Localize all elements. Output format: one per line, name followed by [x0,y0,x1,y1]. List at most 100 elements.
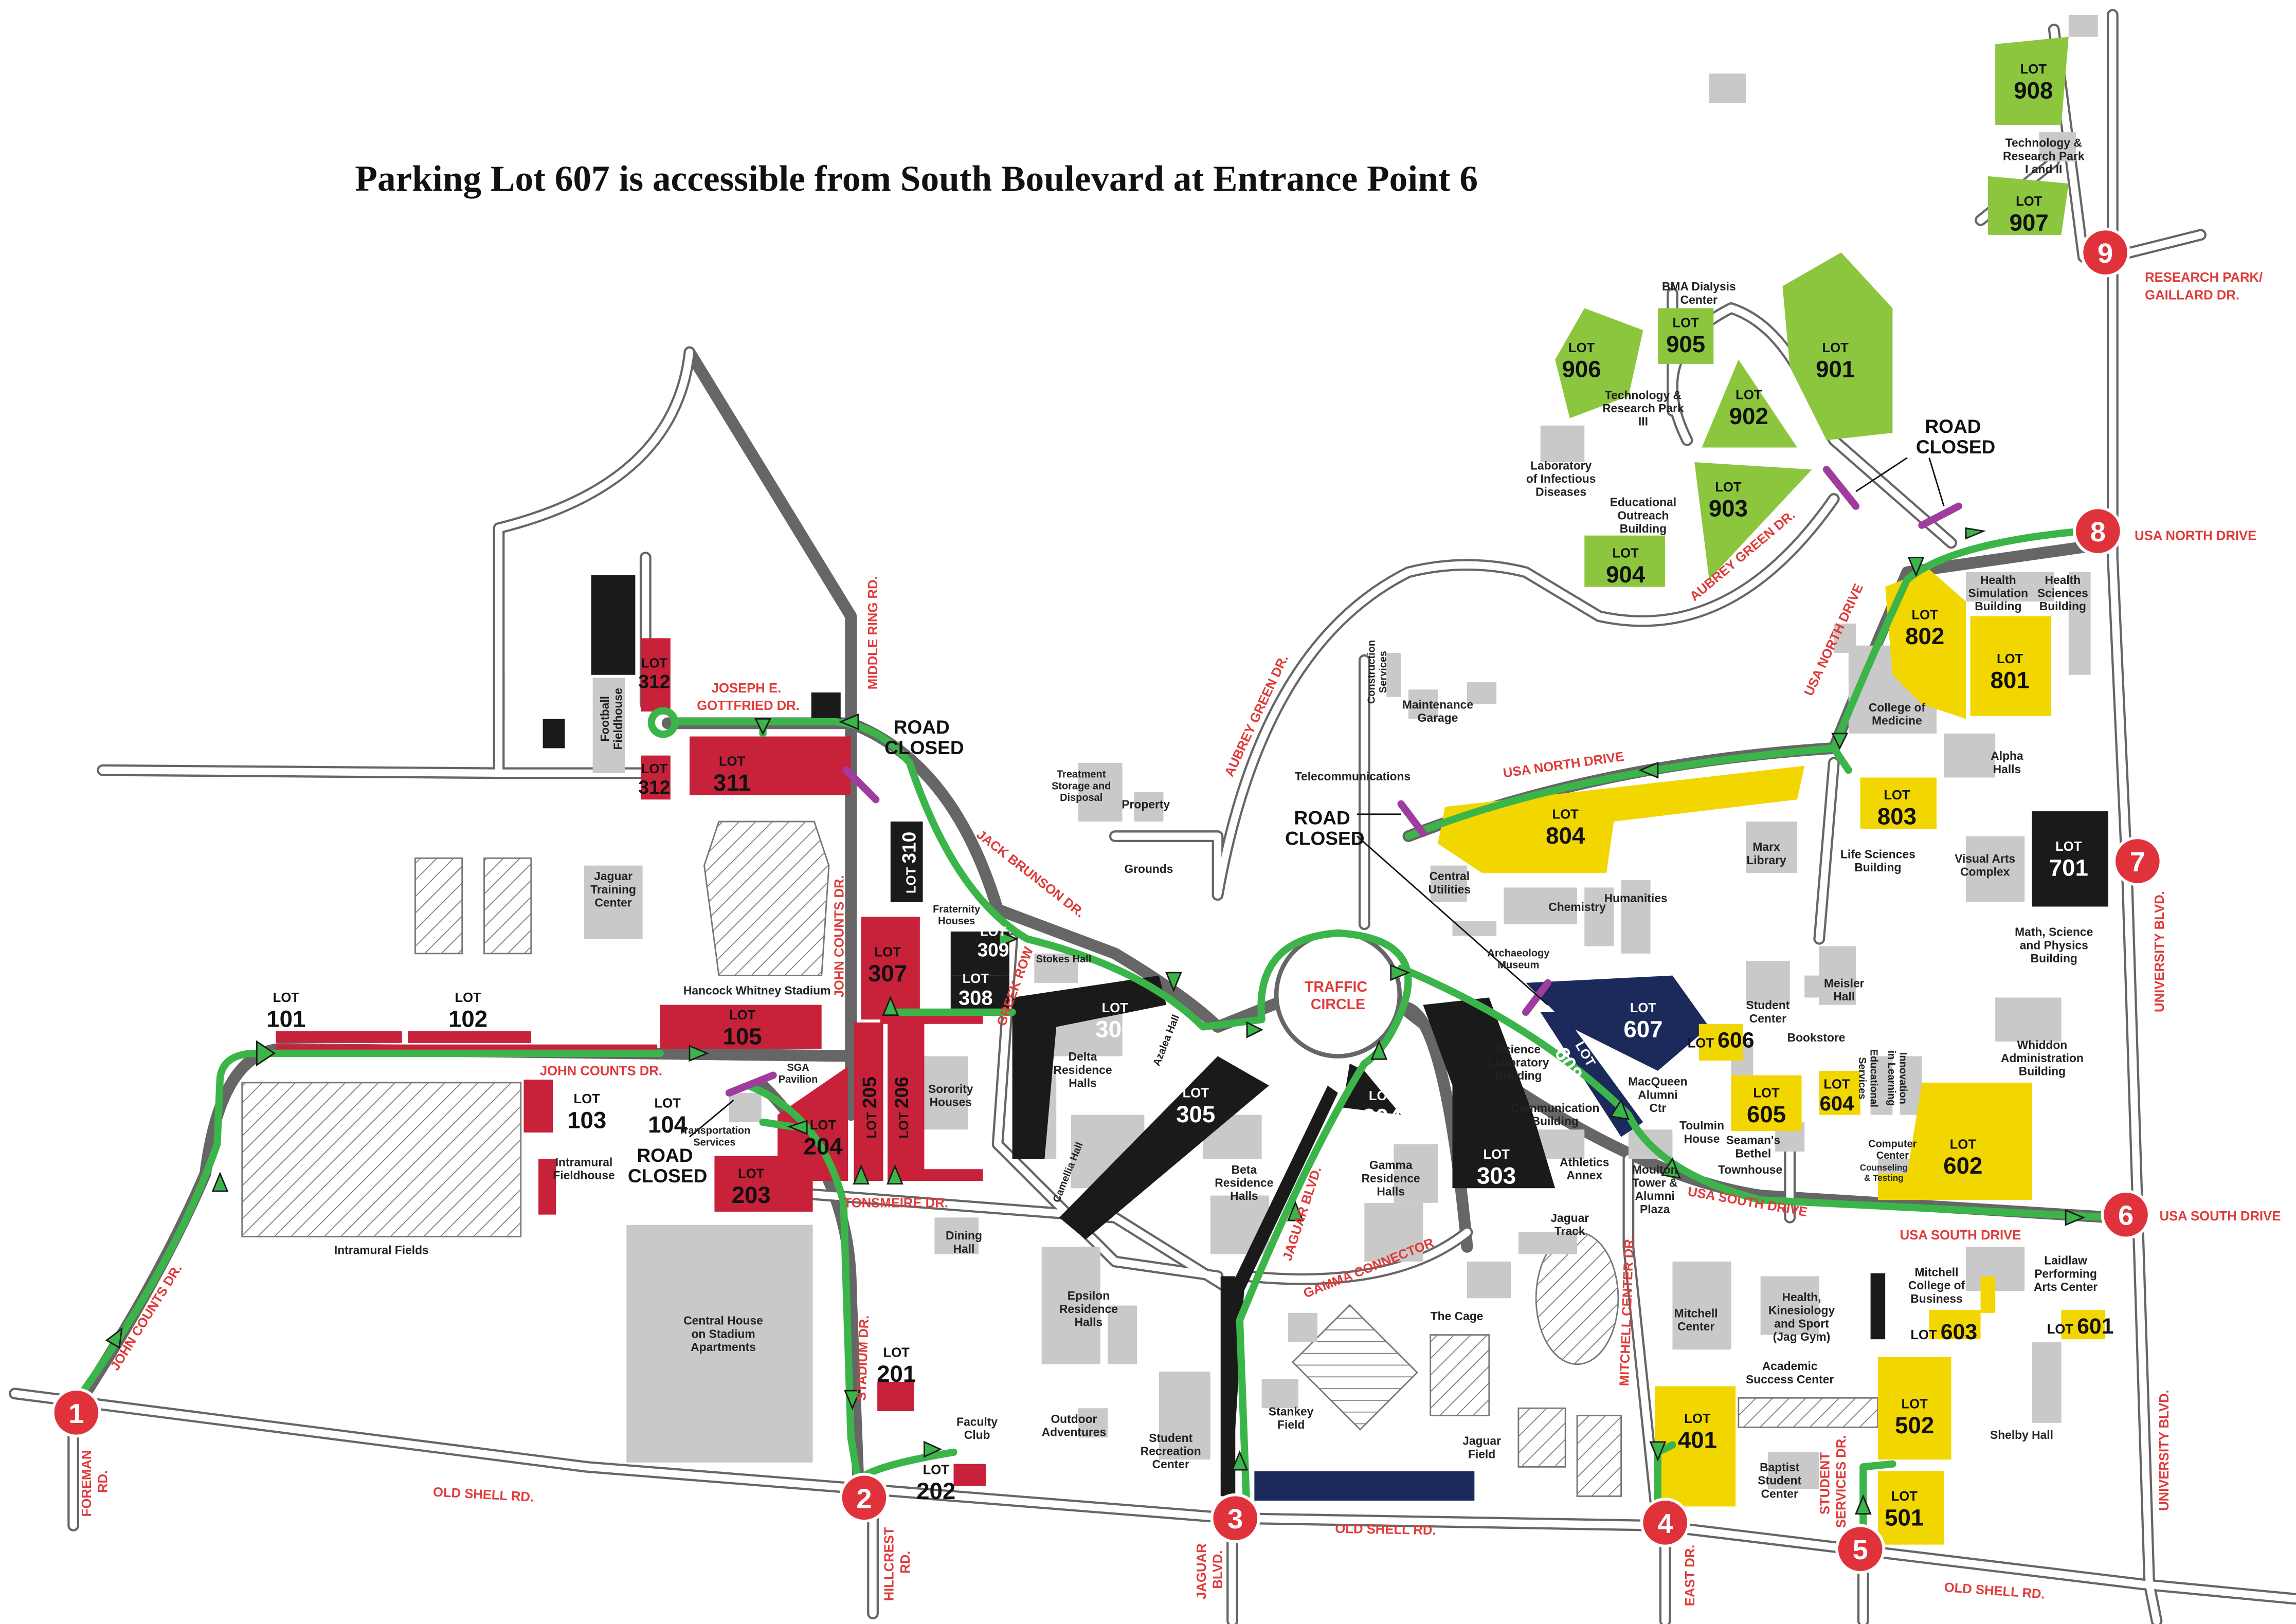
road-label-old-shell-west: OLD SHELL RD. [432,1485,534,1504]
entrance-point-6[interactable]: 6 [2101,1190,2151,1240]
road-label-middle-ring: MIDDLE RING RD. [866,576,880,689]
building-label-stokes: Stokes Hall [1036,954,1092,965]
road-label-research-park: RESEARCH PARK/ GAILLARD DR. [2145,270,2266,302]
entrance-point-8[interactable]: 8 [2073,506,2123,556]
entrance-point-4[interactable]: 4 [1640,1498,1690,1548]
entrance-point-2[interactable]: 2 [839,1472,889,1523]
lot-label-206[interactable]: LOT 206 [891,1076,912,1138]
entrance-point-7[interactable]: 7 [2112,836,2163,886]
road-label-usa-south-east: USA SOUTH DRIVE [1900,1228,2021,1243]
road-label-university-north: UNIVERSITY BLVD. [2153,891,2167,1012]
road-label-stadium: STADIUM DR. [854,1315,872,1401]
entrance-point-1[interactable]: 1 [51,1388,101,1438]
svg-text:2: 2 [856,1483,872,1514]
lot-label-601[interactable]: LOT 601 [2047,1314,2114,1339]
road-fill [11,11,2296,1624]
road-label-gottfried: JOSEPH E. GOTTFRIED DR. [697,681,800,713]
building-label-property: Property [1122,797,1170,811]
entrance-point-9[interactable]: 9 [2080,227,2130,278]
road-label-student-services: STUDENT SERVICES DR. [1818,1435,1849,1528]
road-label-john-counts-sw: JOHN COUNTS DR. [108,1262,185,1373]
closure-pointer-lines [689,457,1945,1138]
entrance-markers: 1 2 3 4 5 6 7 8 9 [51,227,2163,1574]
road-closed-label-north: ROAD CLOSED [1916,415,1996,458]
building-label-bookstore: Bookstore [1787,1031,1846,1044]
lot-label-310[interactable]: LOT 310 [898,832,919,893]
road-label-mitchell-center: MITCHELL CENTER DR. [1617,1235,1637,1386]
lot-label-205[interactable]: LOT 205 [858,1076,880,1138]
road-label-jaguar-blvd-south: JAGUAR BLVD. [1195,1540,1225,1599]
lot-label-606[interactable]: LOT 606 [1688,1028,1755,1052]
lot-label-603[interactable]: LOT 603 [1910,1320,1977,1344]
entrance-point-3[interactable]: 3 [1210,1493,1260,1543]
entrance-point-5[interactable]: 5 [1835,1524,1886,1574]
svg-text:5: 5 [1853,1535,1868,1565]
building-label-chemistry: Chemistry [1548,900,1606,914]
traffic-circle-label: TRAFFIC CIRCLE [1305,979,1371,1013]
building-label-azalea: Azalea Hall [1151,1013,1182,1068]
building-label-humanities: Humanities [1604,891,1668,905]
building-label-football-fieldhouse: FootballFieldhouse [598,688,625,750]
hancock-stadium-shape [703,820,830,977]
building-label-telecom: Telecommunications [1295,770,1411,783]
svg-text:1: 1 [68,1398,84,1429]
road-label-john-counts-mid: JOHN COUNTS DR. [540,1064,662,1079]
svg-text:9: 9 [2098,238,2113,269]
